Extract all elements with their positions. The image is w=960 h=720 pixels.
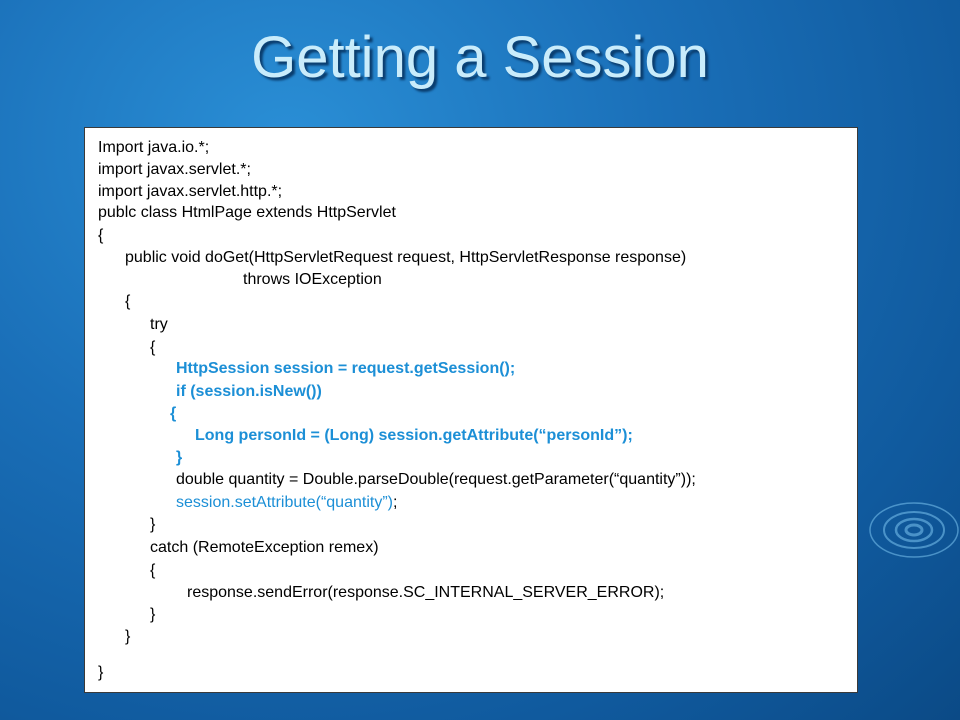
- code-line-7: throws IOException: [243, 271, 382, 288]
- decorative-swirl-icon: [869, 502, 959, 558]
- code-line-6: public void doGet(HttpServletRequest req…: [125, 249, 687, 266]
- code-line-3: import javax.servlet.http.*;: [98, 183, 283, 200]
- code-line-22: }: [150, 606, 156, 623]
- code-line-12: if (session.isNew()): [176, 383, 322, 400]
- code-line-16: double quantity = Double.parseDouble(req…: [176, 471, 696, 488]
- code-line-13: {: [170, 405, 177, 422]
- code-line-11: HttpSession session = request.getSession…: [176, 360, 516, 377]
- code-line-17-end: ;: [392, 494, 398, 511]
- code-line-23: }: [125, 628, 131, 645]
- code-line-17: session.setAttribute(“quantity”);: [176, 493, 397, 513]
- slide-title: Getting a Session: [251, 25, 709, 90]
- code-line-17-highlight: session.setAttribute(“quantity”): [176, 494, 393, 511]
- code-line-14: Long personId = (Long) session.getAttrib…: [195, 427, 633, 444]
- code-listing: Import java.io.*; import javax.servlet.*…: [84, 127, 858, 693]
- code-line-1: Import java.io.*;: [98, 139, 210, 156]
- code-line-4: publc class HtmlPage extends HttpServlet: [98, 204, 396, 221]
- code-line-24: }: [98, 664, 104, 681]
- code-line-10: {: [150, 339, 156, 356]
- code-line-2: import javax.servlet.*;: [98, 161, 251, 178]
- code-line-9: try: [150, 316, 168, 333]
- code-line-15: }: [176, 449, 183, 466]
- code-line-5: {: [98, 227, 104, 244]
- code-line-21: response.sendError(response.SC_INTERNAL_…: [187, 584, 665, 601]
- code-line-19: catch (RemoteException remex): [150, 539, 379, 556]
- code-line-8: {: [125, 293, 131, 310]
- code-line-20: {: [150, 562, 156, 579]
- code-line-18: }: [150, 516, 156, 533]
